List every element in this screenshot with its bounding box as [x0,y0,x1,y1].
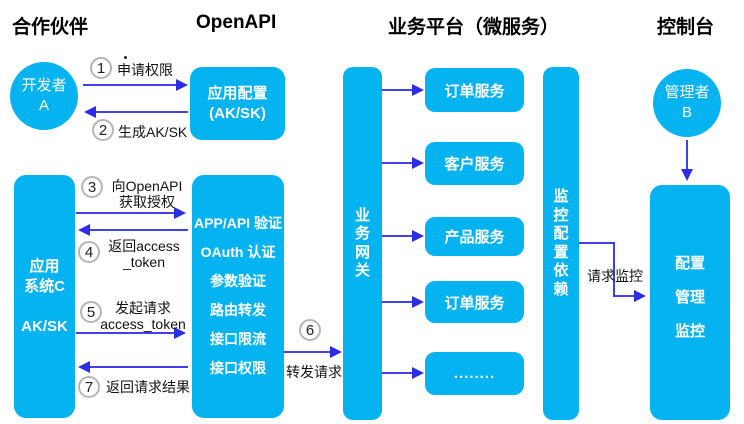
step4-number: 4 [78,241,100,263]
arrow-gateway-service5-head [412,367,424,379]
arrow-manager-console-line [686,140,688,170]
node-app-config: 应用配置 (AK/SK) [190,67,285,140]
step2-number: 2 [92,119,114,141]
node-manager-b: 管理者 B [653,69,721,137]
gateway-function-line: OAuth 认证 [200,244,276,260]
label-request-monitor: 请求监控 [587,268,643,284]
step2-label: 生成AK/SK [118,124,188,140]
arrow-gateway-service3-head [412,230,424,242]
arrow-step4-head [78,224,90,236]
step1-label: 申请权限 [117,62,173,78]
node-service-more: ........ [425,352,524,395]
header-console: 控制台 [657,17,715,38]
arrow-step5-line [76,332,175,334]
node-service-order-2: 订单服务 [425,281,524,323]
node-service-order-1: 订单服务 [425,68,524,112]
gateway-function-line: 接口权限 [210,360,266,376]
console-line-monitor: 监控 [674,323,705,340]
arrow-request-monitor-seg2 [613,242,615,297]
step5-label: 发起请求 access_token [100,300,186,332]
step3-number: 3 [81,176,103,198]
small-dot [124,56,127,59]
console-line-manage: 管理 [674,289,705,306]
console-line-config: 配置 [674,255,705,272]
arrow-step7-line [89,366,188,368]
step7-number: 7 [78,376,100,398]
arrow-request-monitor-seg1 [579,242,615,244]
node-developer-a: 开发者 A [10,62,78,130]
node-service-customer: 客户服务 [425,142,524,185]
arrow-gateway-service4-head [412,296,424,308]
arrow-step6-head [330,346,342,358]
arrow-step4-line [89,229,188,231]
step7-label: 返回请求结果 [106,379,190,395]
node-console-box: 配置 管理 监控 [650,185,730,420]
step6-label: 转发请求 [286,364,342,380]
gateway-function-line: APP/API 验证 [194,215,282,231]
arrow-step2-head [84,106,96,118]
gateway-function-line: 接口限流 [210,331,266,347]
arrow-step1-line [83,84,177,86]
arrow-gateway-service1-line [382,89,413,91]
arrow-gateway-service3-line [382,235,413,237]
arrow-gateway-service1-head [412,84,424,96]
arrow-step1-head [176,79,188,91]
header-partner: 合作伙伴 [12,17,89,38]
gateway-function-line: 参数验证 [210,273,266,289]
header-platform: 业务平台（微服务） [388,17,560,38]
header-openapi: OpenAPI [196,12,277,33]
arrow-gateway-service4-line [382,301,413,303]
arrow-request-monitor-head [634,290,646,302]
arrow-step5-head [174,327,186,339]
arrow-step3-line [76,212,175,214]
arrow-manager-console-head [681,169,693,181]
node-app-system-c: 应用 系统C AK/SK [14,175,75,418]
node-service-product: 产品服务 [425,217,524,256]
node-business-gateway: 业务网关 [343,67,382,420]
arrow-step2-line [95,111,188,113]
node-gateway-functions: APP/API 验证 OAuth 认证 参数验证 路由转发 接口限流 接口权限 [192,175,284,418]
arrow-gateway-service2-head [412,157,424,169]
arrow-step6-line [284,351,331,353]
arrow-gateway-service2-line [382,162,413,164]
monitor-dependency-label: 监控配置依赖 [553,188,569,298]
step6-number: 6 [299,319,321,341]
business-gateway-label: 业务网关 [354,206,370,280]
step4-label: 返回access _token [108,238,180,270]
arrow-step3-head [174,207,186,219]
arrow-step7-head [78,361,90,373]
step5-number: 5 [80,301,102,323]
node-monitor-dependency: 监控配置依赖 [543,67,579,420]
step1-number: 1 [90,57,112,79]
step3-label: 向OpenAPI 获取授权 [111,178,183,210]
gateway-function-line: 路由转发 [210,302,266,318]
arrow-request-monitor-seg3 [613,295,635,297]
arrow-gateway-service5-line [382,372,413,374]
